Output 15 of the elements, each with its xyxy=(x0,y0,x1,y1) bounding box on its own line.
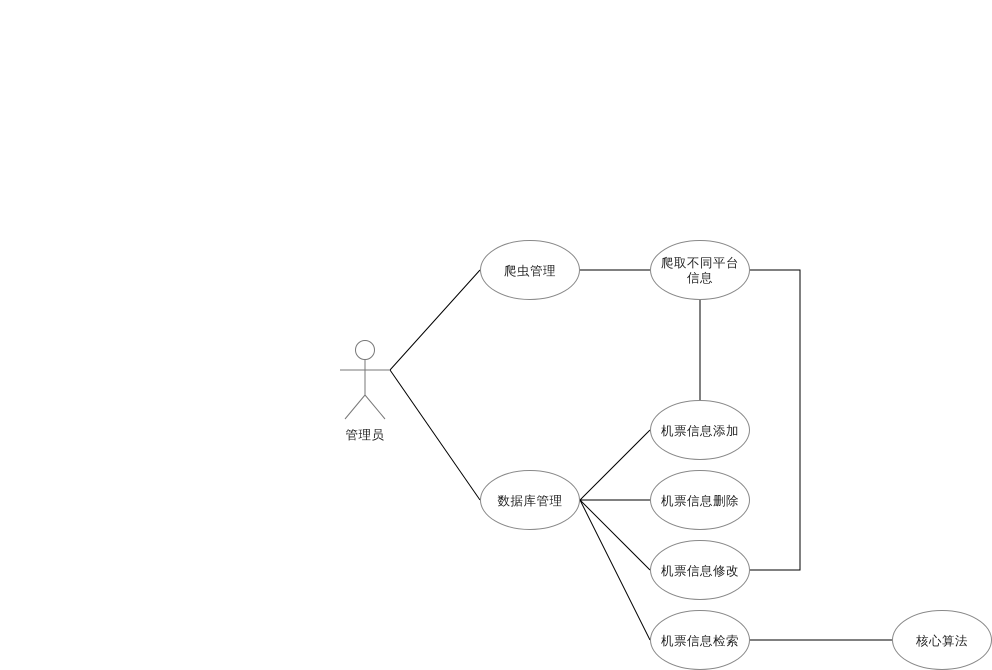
connector-line xyxy=(390,370,480,500)
use-case-ellipse: 爬取不同平台信息 xyxy=(650,240,750,300)
use-case-ellipse: 核心算法 xyxy=(892,610,992,670)
use-case-ellipse: 爬虫管理 xyxy=(480,240,580,300)
use-case-ellipse: 数据库管理 xyxy=(480,470,580,530)
use-case-ellipse: 机票信息删除 xyxy=(650,470,750,530)
connector-line xyxy=(580,500,650,640)
use-case-ellipse: 机票信息修改 xyxy=(650,540,750,600)
connector-line xyxy=(390,270,480,370)
use-case-ellipse: 机票信息添加 xyxy=(650,400,750,460)
connector-line xyxy=(750,270,800,570)
connector-line xyxy=(580,430,650,500)
connector-line xyxy=(580,500,650,570)
actor-label: 管理员 xyxy=(344,427,386,442)
use-case-ellipse: 机票信息检索 xyxy=(650,610,750,670)
